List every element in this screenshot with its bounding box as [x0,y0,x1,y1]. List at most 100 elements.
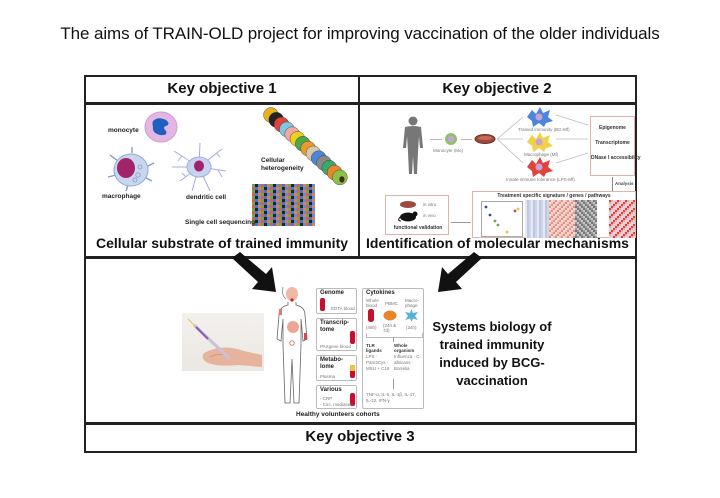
heatmap-cell [625,224,627,226]
heatmap-cell [531,226,533,228]
heatmap-cell [549,228,551,230]
heatmap-cell [559,204,561,206]
heatmap-cell [587,212,589,214]
heatmap-cell [551,226,553,228]
heatmap-cell [623,218,625,220]
heatmap-cell [575,210,577,212]
heatmap-cell [617,232,619,234]
heatmap-cell [565,212,567,214]
monocyte-label: monocyte [108,127,139,134]
heatmap-cell [621,200,623,202]
in-vivo-label: in vivo [423,213,436,218]
heatmap-cell [627,232,629,234]
heatmap-cell [543,208,545,210]
metabolome-label-line2: lome [320,364,335,370]
heatmap-cell [589,222,591,224]
sequencing-cell [258,202,261,205]
heatmap-cell [549,232,551,234]
sequencing-cell [276,220,279,223]
heatmap-cell [573,202,575,204]
pbmc-icon [383,310,397,321]
sequencing-cell [264,211,267,214]
heatmap-cell [525,200,527,202]
heatmap-cell [557,204,559,206]
heatmap-cell [541,224,543,226]
heatmap-cell [543,214,545,216]
heatmap-cell [531,224,533,226]
heatmap-cell [563,228,565,230]
heatmap-cell [553,232,555,234]
heatmap-cell [617,200,619,202]
heatmap-cell [559,208,561,210]
heatmap-cell [525,208,527,210]
heatmap-cell [569,228,571,230]
heatmap-cell [581,218,583,220]
heatmap-cell [583,200,585,202]
heatmap-cell [557,232,559,234]
sequencing-cell [297,193,300,196]
sequencing-cell [261,217,264,220]
sequencing-cell [258,217,261,220]
heatmap-cell [563,200,565,202]
heatmap-cell [625,214,627,216]
sequencing-cell [264,187,267,190]
plasma-tube-icon [350,365,355,378]
heatmap-cell [613,226,615,228]
heatmap-cell [561,204,563,206]
heatmap-cell [583,216,585,218]
heatmap-cell [593,200,595,202]
sequencing-cell [306,199,309,202]
heatmap-cell [631,214,633,216]
heatmap-cell [545,218,547,220]
heatmap-cell [561,222,563,224]
heatmap-cell [619,228,621,230]
sequencing-cell [279,190,282,193]
objective2-caption: Identification of molecular mechanisms [366,235,629,251]
heatmap-cell [619,200,621,202]
heatmap-cell [615,222,617,224]
heatmap-cell [579,210,581,212]
heatmap-cell [623,202,625,204]
heatmap-cell [555,234,557,236]
heatmap-cell [611,222,613,224]
tolerant-macrophage-icon [527,157,553,177]
heatmap-cell [569,206,571,208]
heatmap-cell [619,212,621,214]
sequencing-cell [270,202,273,205]
heatmap-cell [595,234,597,236]
heatmap-cell [579,222,581,224]
heatmap-cell [569,232,571,234]
heatmap-cell [577,202,579,204]
sequencing-cell [291,208,294,211]
heatmap-cell [563,204,565,206]
sequencing-cell [282,217,285,220]
heatmap-cell [573,230,575,232]
heatmap-cell [585,216,587,218]
sequencing-cell [276,187,279,190]
heatmap-cell [567,212,569,214]
heatmap-cell [525,204,527,206]
heatmap-cell [537,228,539,230]
heatmap-cell [595,210,597,212]
heatmap-cell [625,218,627,220]
heatmap-cell [567,200,569,202]
sequencing-cell [288,184,291,187]
heatmap-cell [625,236,627,238]
sequencing-cell [270,205,273,208]
sequencing-cell [270,184,273,187]
heatmap-cell [577,204,579,206]
heatmap-cell [531,210,533,212]
heatmap-cell [615,206,617,208]
heatmap-cell [569,202,571,204]
heatmap-cell [551,206,553,208]
heatmap-cell [577,236,579,238]
heatmap-cell [625,204,627,206]
heatmap-cell [625,232,627,234]
heatmap-cell [533,234,535,236]
sequencing-cell [285,199,288,202]
heatmap-cell [633,230,635,232]
heatmap-cell [567,232,569,234]
heatmap-cell [571,210,573,212]
heatmap-cell [545,220,547,222]
heatmap-cell [537,230,539,232]
